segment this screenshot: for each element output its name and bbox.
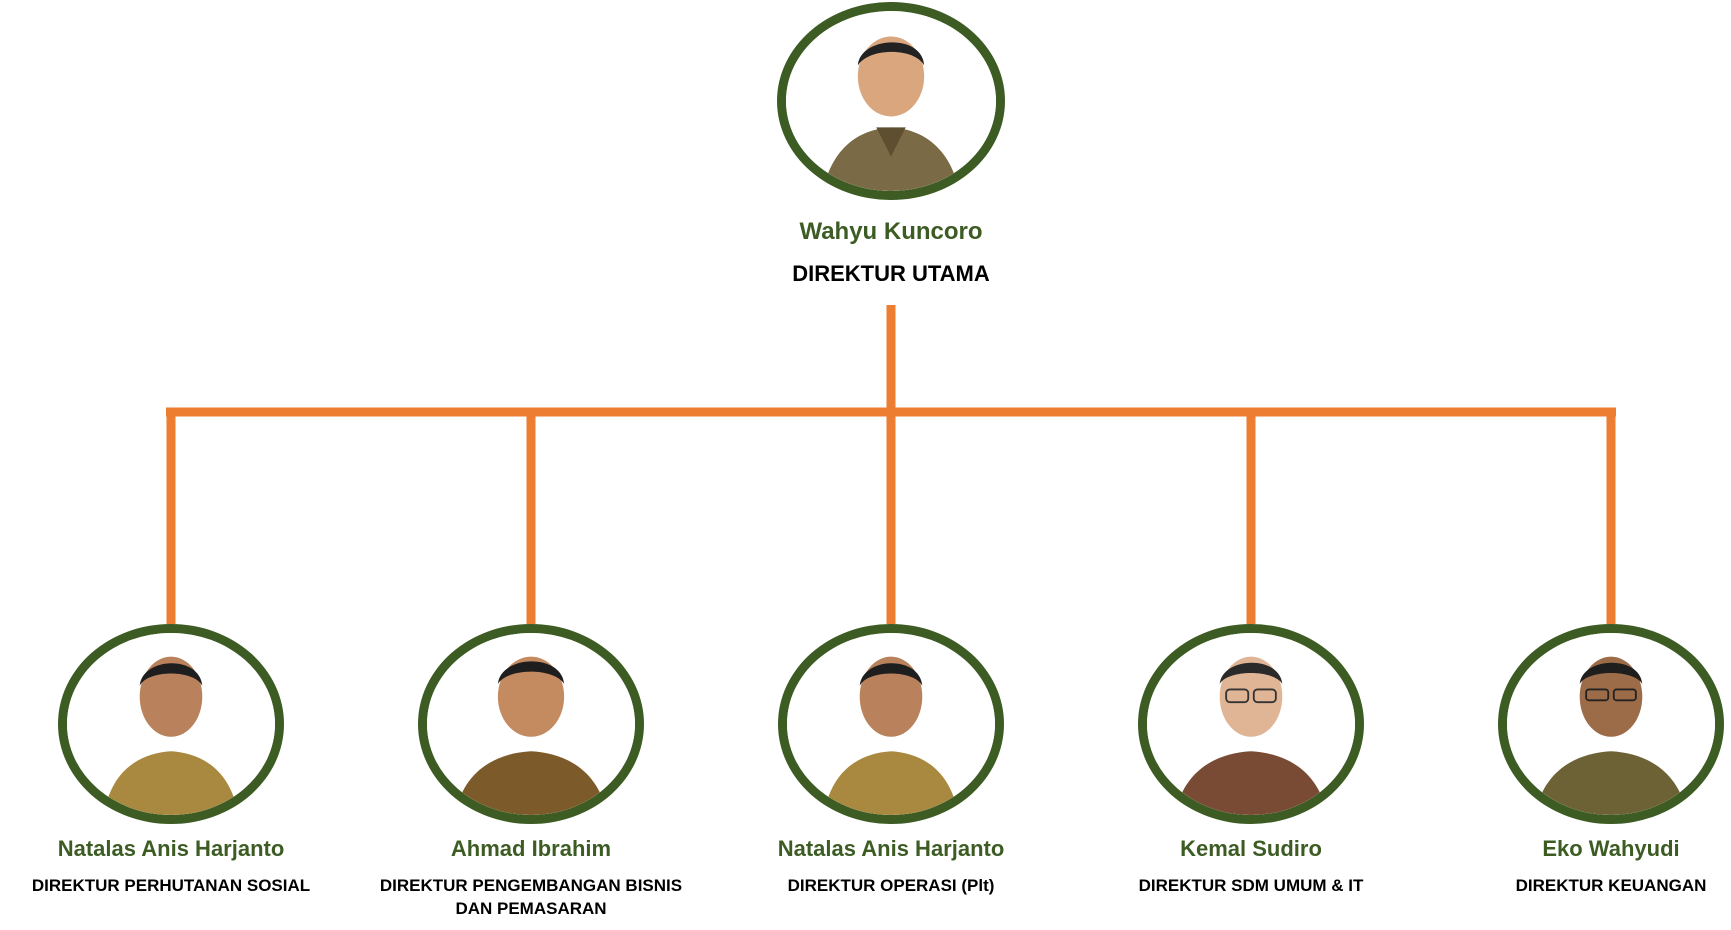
- person-portrait-icon: [777, 2, 1005, 200]
- node-direktur-utama: Wahyu Kuncoro DIREKTUR UTAMA: [741, 0, 1041, 300]
- node-director-1: Natalas Anis Harjanto DIREKTUR PERHUTANA…: [11, 624, 331, 924]
- node-director-5: Eko Wahyudi DIREKTUR KEUANGAN: [1461, 624, 1731, 924]
- director-title-line-1: DIREKTUR PERHUTANAN SOSIAL: [31, 876, 311, 895]
- director-title-line-2: DAN PEMASARAN: [455, 899, 607, 918]
- director-title-line-1: DIREKTUR PENGEMBANGAN BISNIS: [379, 876, 683, 895]
- director-name: Ahmad Ibrahim: [450, 836, 612, 861]
- top-director-name: Wahyu Kuncoro: [799, 218, 983, 245]
- person-portrait-icon: [1138, 624, 1364, 824]
- top-director-title: DIREKTUR UTAMA: [792, 261, 990, 286]
- director-name: Kemal Sudiro: [1180, 836, 1322, 861]
- node-director-2: Ahmad Ibrahim DIREKTUR PENGEMBANGAN BISN…: [351, 624, 711, 924]
- director-title-line-1: DIREKTUR KEUANGAN: [1515, 876, 1707, 895]
- person-portrait-icon: [1498, 624, 1724, 824]
- director-name: Natalas Anis Harjanto: [57, 836, 285, 861]
- director-name: Eko Wahyudi: [1542, 836, 1680, 861]
- node-director-3: Natalas Anis Harjanto DIREKTUR OPERASI (…: [731, 624, 1051, 924]
- person-portrait-icon: [778, 624, 1004, 824]
- person-portrait-icon: [418, 624, 644, 824]
- director-title-line-1: DIREKTUR SDM UMUM & IT: [1138, 876, 1364, 895]
- node-director-4: Kemal Sudiro DIREKTUR SDM UMUM & IT: [1091, 624, 1411, 924]
- person-portrait-icon: [58, 624, 284, 824]
- director-title-line-1: DIREKTUR OPERASI (Plt): [787, 876, 995, 895]
- director-name: Natalas Anis Harjanto: [777, 836, 1005, 861]
